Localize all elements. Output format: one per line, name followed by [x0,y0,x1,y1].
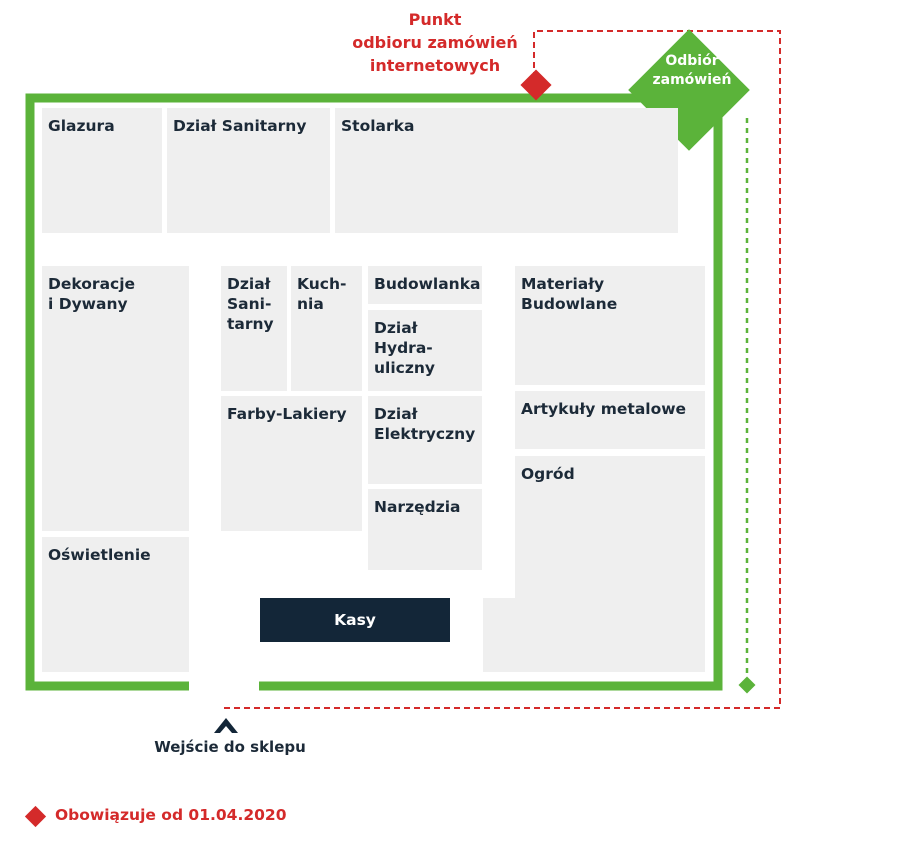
legend-diamond-icon [24,805,47,828]
zone-ogrod[interactable]: Ogród [515,456,705,598]
zone-materialy[interactable]: Materiały Budowlane [515,266,705,385]
zone-farby[interactable]: Farby-Lakiery [221,396,362,531]
zone-budowlanka[interactable]: Budowlanka [368,266,482,304]
zone-sanitarny-mid[interactable]: Dział Sani- tarny [221,266,287,391]
pickup-label: Odbiór zamówień [652,53,732,88]
zone-label: Materiały Budowlane [521,275,618,313]
path-end-diamond-icon [738,676,756,694]
zone-oswietlenie[interactable]: Oświetlenie [42,537,189,672]
zone-artykuly[interactable]: Artykuły metalowe [515,391,705,449]
entrance-arrow-icon [214,718,238,733]
zone-label: Narzędzia [374,498,461,516]
zone-hydrauliczny[interactable]: Dział Hydra- uliczny [368,310,482,391]
zone-label: Farby-Lakiery [227,405,347,423]
zone-label: Stolarka [341,117,415,135]
zone-elektryczny[interactable]: Dział Elektryczny [368,396,482,484]
zone-label: Budowlanka [374,275,481,293]
zone-label: Oświetlenie [48,546,151,564]
zone-label: Ogród [521,465,575,483]
zone-label: Dział Elektryczny [374,405,476,443]
zone-dekoracje[interactable]: Dekoracje i Dywany [42,266,189,531]
store-wall [25,93,723,691]
zone-glazura[interactable]: Glazura [42,108,162,233]
zone-label: Dekoracje i Dywany [48,275,136,313]
legend-text: Obowiązuje od 01.04.2020 [55,806,287,824]
zone-label: Kuch- nia [297,275,347,313]
zone-sanitarny-top[interactable]: Dział Sanitarny [167,108,330,233]
zone-label: Artykuły metalowe [521,400,687,418]
zone-label: Glazura [48,117,115,135]
zone-label: Dział Hydra- uliczny [374,319,436,377]
zone-stolarka[interactable]: Stolarka [335,108,678,233]
online-pickup-route [224,30,781,709]
zone-unlabeled [483,598,705,672]
zone-label: Dział Sanitarny [173,117,307,135]
online-pickup-note: Punkt odbioru zamówień internetowych [352,10,518,75]
checkout-kasy[interactable]: Kasy [260,598,450,642]
zone-kuchnia[interactable]: Kuch- nia [291,266,362,391]
entrance-label: Wejście do sklepu [154,738,306,756]
zone-label: Dział Sani- tarny [227,275,274,333]
zone-narzedzia[interactable]: Narzędzia [368,489,482,570]
